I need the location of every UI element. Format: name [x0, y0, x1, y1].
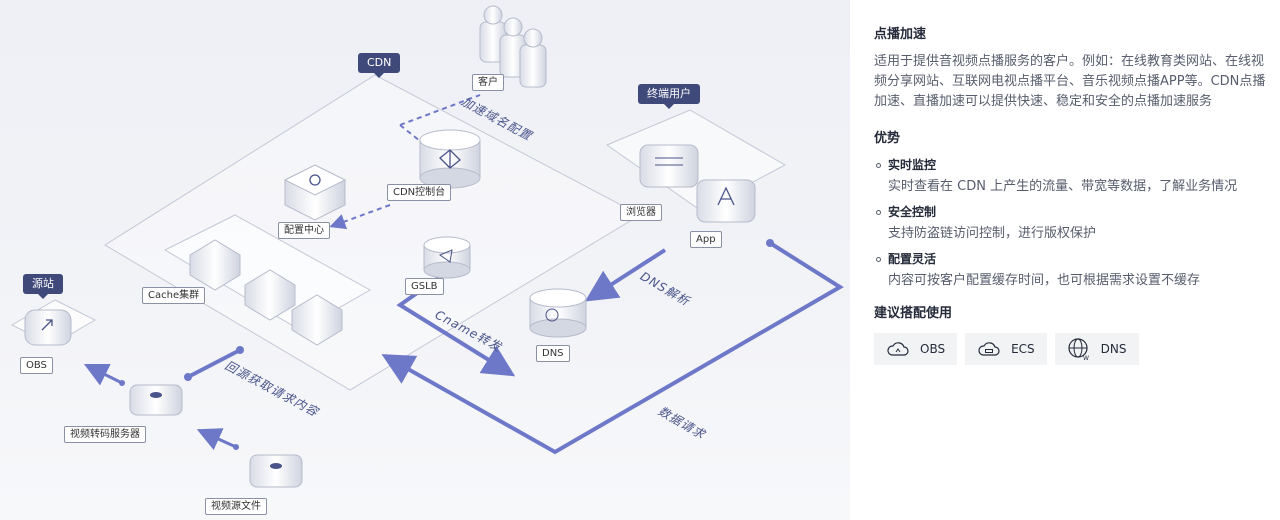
app-label: App [690, 231, 722, 248]
advantage-desc: 实时查看在 CDN 上产生的流量、带宽等数据，了解业务情况 [888, 179, 1238, 194]
globe-icon: W [1068, 338, 1089, 361]
config-center-label: 配置中心 [278, 222, 330, 239]
panel-title: 点播加速 [874, 27, 927, 42]
transcode-server-icon [129, 384, 183, 416]
chip-label: OBS [920, 342, 946, 356]
source-file-label: 视频源文件 [205, 498, 267, 515]
source-file-icon [249, 454, 303, 488]
config-center-icon [283, 164, 347, 221]
gslb-icon [423, 236, 471, 279]
advantage-item: 实时监控 实时查看在 CDN 上产生的流量、带宽等数据，了解业务情况 [874, 156, 1280, 197]
advantage-desc: 内容可按客户配置缓存时间，也可根据需求设置不缓存 [888, 273, 1201, 288]
recommend-title: 建议搭配使用 [874, 306, 953, 321]
cdn-region [104, 74, 642, 391]
cache-cluster-label: Cache集群 [142, 287, 206, 304]
chip-dns[interactable]: W DNS [1054, 333, 1139, 365]
cache-server-icons [189, 239, 343, 346]
cdn-console-label: CDN控制台 [387, 184, 452, 201]
client-label: 客户 [472, 74, 504, 91]
app-icon [696, 179, 756, 223]
dns-resolve-arrow [584, 248, 667, 302]
description-panel: 点播加速 适用于提供音视频点播服务的客户。例如：在线教育类网站、在线视频分享网站… [850, 0, 1280, 520]
recommend-chips: OBS ECS W DNS [874, 333, 1280, 365]
chip-label: DNS [1100, 342, 1127, 356]
advantage-title: 配置灵活 [888, 252, 937, 266]
svg-text:W: W [1083, 355, 1089, 361]
architecture-diagram: CDN 终端用户 源站 客户 CDN控制台 配置中心 浏览器 App GSLB … [0, 0, 850, 520]
gslb-label: GSLB [405, 278, 444, 295]
advantage-item: 配置灵活 内容可按客户配置缓存时间，也可根据需求设置不缓存 [874, 250, 1280, 291]
advantage-title: 实时监控 [888, 158, 937, 172]
transcode-server-label: 视频转码服务器 [64, 426, 146, 443]
advantages-title: 优势 [874, 131, 901, 146]
advantage-item: 安全控制 支持防盗链访问控制，进行版权保护 [874, 203, 1280, 244]
obs-transcode-arrow [83, 363, 123, 386]
browser-label: 浏览器 [620, 204, 662, 221]
browser-icon [639, 144, 699, 188]
client-users-icon [479, 5, 547, 88]
dns-icon [529, 288, 587, 338]
end-user-tag: 终端用户 [638, 84, 700, 109]
cdn-tag: CDN [358, 53, 401, 78]
panel-description: 适用于提供音视频点播服务的客户。例如：在线教育类网站、在线视频分享网站、互联网电… [874, 54, 1266, 109]
obs-icon [24, 309, 72, 346]
origin-tag: 源站 [23, 274, 63, 299]
config-center-line [329, 204, 391, 230]
source-transcode-arrow [196, 428, 237, 451]
dns-label: DNS [536, 345, 570, 362]
data-request-arrow [381, 241, 844, 455]
advantage-title: 安全控制 [888, 205, 937, 219]
obs-label: OBS [20, 357, 53, 374]
advantage-desc: 支持防盗链访问控制，进行版权保护 [888, 226, 1097, 241]
chip-obs[interactable]: OBS [874, 333, 958, 365]
chip-label: ECS [1011, 342, 1035, 356]
cloud-server-icon [978, 342, 1000, 356]
diagram-lines [10, 5, 844, 488]
back-to-origin-arrow [187, 348, 241, 379]
chip-ecs[interactable]: ECS [965, 333, 1047, 365]
cdn-console-icon [419, 129, 481, 189]
cloud-icon [887, 342, 909, 356]
